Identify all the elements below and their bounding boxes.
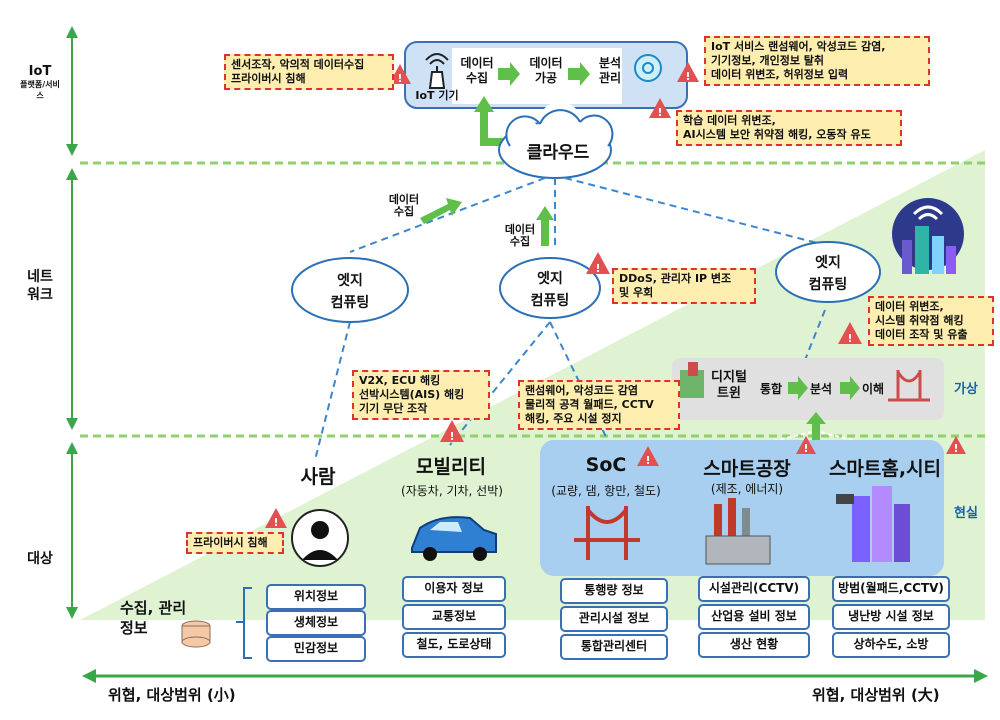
digital-twin-box: [672, 358, 944, 420]
info-soc-2: 통합관리센터: [560, 634, 668, 660]
info-factory-0: 시설관리(CCTV): [698, 576, 810, 602]
info-city-2: 상하수도, 소방: [832, 632, 950, 658]
collect-label-center: 데이터 수집: [504, 223, 536, 248]
brain-icon: [634, 54, 662, 82]
twin-analyze: 분석: [810, 382, 833, 396]
real-label: 현실: [954, 506, 978, 521]
axis-label-large: 위협, 대상범위 (大): [812, 686, 940, 704]
target-factory-name: 스마트공장: [703, 458, 791, 480]
car-icon: [411, 516, 497, 561]
info-mobility-2: 철도, 도로상태: [402, 632, 506, 658]
info-person-0: 위치정보: [266, 584, 366, 610]
cloud-to-platform-arrow: [474, 96, 520, 146]
info-city-0: 방범(월패드,CCTV): [832, 576, 950, 602]
info-city-1: 냉난방 시설 정보: [832, 604, 950, 630]
edge-label-right: 엣지 컴퓨팅: [808, 255, 848, 293]
platform-collect-label: 데이터 수집: [460, 56, 494, 85]
twin-bridge-icon: [888, 370, 930, 402]
smart-home-city-icon: [836, 486, 910, 562]
collect-label-left: 데이터 수집: [388, 193, 420, 218]
svg-text:!: !: [953, 442, 958, 455]
target-soc-sub: (교량, 댐, 항만, 철도): [551, 484, 661, 498]
smart-city-icon: [892, 198, 964, 274]
twin-understand: 이해: [862, 382, 885, 396]
info-person-1: 생체정보: [266, 610, 366, 636]
svg-text:!: !: [685, 70, 690, 83]
warning-ai: 학습 데이터 위변조, AI시스템 보안 취약점 해킹, 오동작 유도: [676, 110, 902, 146]
svg-text:!: !: [595, 262, 600, 275]
stage-arrow-1: [498, 62, 520, 86]
real-to-virtual-arrow: [806, 412, 826, 440]
edge-label-center: 엣지 컴퓨팅: [530, 271, 570, 309]
warning-platform-left: 센서조작, 악의적 데이터수집 프라이버시 침해: [224, 54, 394, 90]
level-iot: IoT 플랫폼/서비스: [18, 64, 62, 101]
edge-label-left: 엣지 컴퓨팅: [330, 273, 370, 311]
svg-text:!: !: [449, 430, 454, 443]
info-factory-1: 산업용 설비 정보: [698, 604, 810, 630]
warning-privacy: 프라이버시 침해: [186, 532, 284, 554]
axis-label-small: 위협, 대상범위 (小): [108, 686, 236, 704]
svg-text:!: !: [803, 442, 808, 455]
level-iot-title: IoT: [28, 64, 52, 79]
target-soc-name: SoC: [585, 454, 627, 476]
twin-arrow-1: [788, 376, 808, 400]
warning-mobility: V2X, ECU 해킹 선박시스템(AIS) 해킹 기기 무단 조작: [352, 370, 490, 420]
platform-analyze-label: 분석 관리: [598, 56, 622, 85]
level-network: 네트 워크: [27, 269, 53, 303]
info-soc-1: 관리시설 정보: [560, 606, 668, 632]
info-mobility-1: 교통정보: [402, 604, 506, 630]
target-factory-sub: (제조, 에너지): [710, 482, 784, 496]
cloud-label: 클라우드: [526, 143, 590, 163]
edge-cloud-shapes: [291, 241, 881, 323]
warning-edge-center: DDoS, 관리자 IP 변조 및 우회: [612, 268, 756, 304]
factory-icon: [705, 498, 771, 565]
virtual-label: 가상: [954, 382, 978, 397]
svg-text:!: !: [273, 516, 278, 529]
twin-title: 디지털 트윈: [711, 370, 747, 401]
info-person-2: 민감정보: [266, 636, 366, 662]
collected-info-label: 수집, 관리 정보: [120, 599, 187, 637]
target-mobility-sub: (자동차, 기차, 선박): [401, 484, 503, 498]
collect-arrow-center: [536, 206, 554, 246]
twin-integrate: 통합: [760, 382, 783, 396]
svg-text:!: !: [657, 106, 662, 119]
svg-text:!: !: [397, 72, 402, 85]
target-person-name: 사람: [300, 466, 336, 488]
person-icon: [291, 509, 349, 567]
twin-arrow-2: [840, 376, 860, 400]
warning-edge-right: 데이터 위변조, 시스템 취약점 해킹 데이터 조작 및 유출: [868, 296, 994, 346]
svg-text:!: !: [645, 454, 650, 467]
warning-icons: [265, 62, 966, 528]
stage-arrow-2: [568, 62, 590, 86]
info-soc-0: 통행량 정보: [560, 578, 668, 604]
bridge-icon: [574, 506, 640, 560]
level-iot-subtitle: 플랫폼/서비스: [20, 80, 60, 100]
level-target: 대상: [27, 551, 53, 567]
info-mobility-0: 이용자 정보: [402, 576, 506, 602]
info-factory-2: 생산 현황: [698, 632, 810, 658]
svg-text:!: !: [847, 332, 852, 345]
warning-soc: 랜섬웨어, 악성코드 감염 물리적 공격 월패드, CCTV 해킹, 주요 시설…: [518, 380, 680, 430]
platform-device-label: IoT 기기: [415, 89, 459, 102]
target-mobility-name: 모빌리티: [416, 456, 486, 478]
database-icon: [181, 620, 211, 648]
platform-process-label: 데이터 가공: [529, 56, 563, 85]
warning-platform-right: IoT 서비스 랜섬웨어, 악성코드 감염, 기기정보, 개인정보 탈취 데이터…: [704, 36, 930, 86]
target-smart-city-name: 스마트홈,시티: [828, 458, 942, 480]
collect-arrow-left: [420, 198, 462, 224]
